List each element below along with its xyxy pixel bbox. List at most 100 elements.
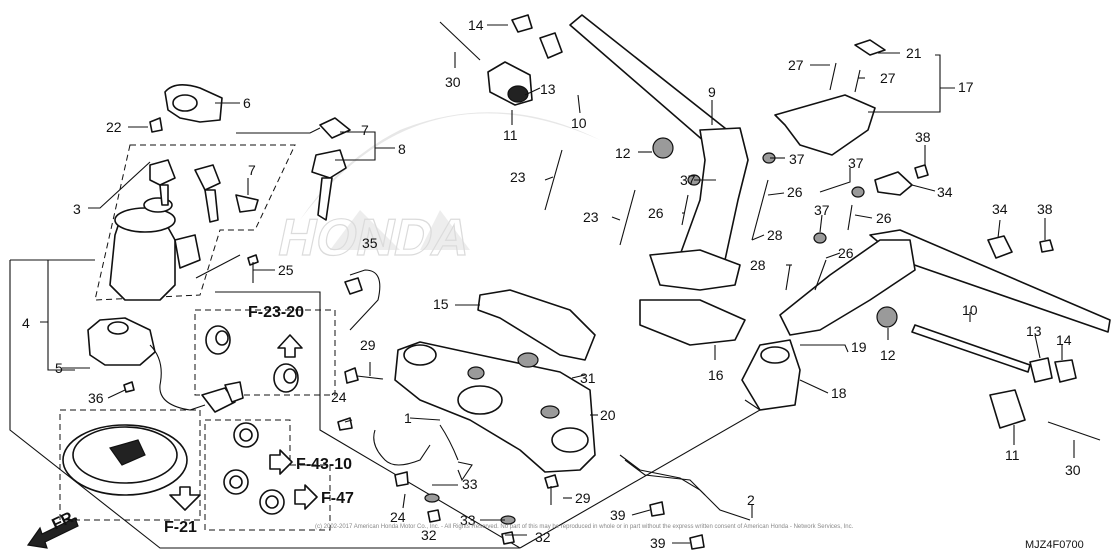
callout-32: 32 — [421, 527, 437, 543]
ignition-group-outline — [94, 144, 296, 301]
callout-3: 3 — [73, 201, 81, 217]
callout-18: 18 — [831, 385, 847, 401]
handlebar-holder-upper — [774, 39, 886, 156]
clamps — [874, 171, 1013, 259]
callout-11-left: 11 — [1005, 447, 1020, 463]
callout-15: 15 — [433, 296, 449, 312]
fuel-cap — [62, 424, 188, 496]
reference-labels: F-23-20 F-43-10 F-47 F-21 — [164, 304, 354, 536]
callout-4: 4 — [22, 315, 30, 331]
callout-37: 37 — [789, 151, 805, 167]
handlebar-pipe-right — [569, 14, 749, 346]
screws — [123, 254, 259, 393]
callout-39: 39 — [610, 507, 626, 523]
svg-text:HONDA: HONDA — [273, 209, 476, 267]
callout-14: 14 — [468, 17, 484, 33]
seat-lock-group-outline — [194, 309, 336, 396]
callout-27: 27 — [788, 57, 804, 73]
callout-33: 33 — [462, 476, 478, 492]
callout-11: 11 — [503, 127, 518, 143]
callout-34: 34 — [937, 184, 953, 200]
wire-harness — [619, 454, 751, 521]
callout-33-b: 33 — [460, 512, 476, 528]
ref-f-47: F-47 — [321, 490, 354, 507]
callout-26-b: 26 — [648, 205, 664, 221]
callout-37-c: 37 — [848, 155, 864, 171]
callout-26-d: 26 — [838, 245, 854, 261]
ref-f-43-10: F-43-10 — [296, 456, 352, 473]
callout-5: 5 — [55, 360, 63, 376]
callout-19: 19 — [851, 339, 867, 355]
callout-34-b: 34 — [992, 201, 1008, 217]
rubber-caps — [652, 137, 898, 328]
callout-13: 13 — [540, 81, 556, 97]
callout-29-b: 29 — [575, 490, 591, 506]
callout-9: 9 — [708, 84, 716, 100]
top-bridge — [394, 341, 596, 473]
callout-38: 38 — [915, 129, 931, 145]
callout-17: 17 — [958, 79, 974, 95]
callout-32-b: 32 — [535, 529, 551, 545]
callout-30-b: 30 — [1065, 462, 1081, 478]
honda-watermark: HONDA — [273, 112, 600, 267]
callout-6: 6 — [243, 95, 251, 111]
handlebar-lower-holder — [477, 289, 596, 361]
callout-7: 7 — [248, 162, 256, 178]
callout-7-key: 7 — [361, 122, 369, 138]
callout-8: 8 — [398, 141, 406, 157]
callout-21: 21 — [906, 45, 922, 61]
front-label: FR. — [50, 507, 81, 533]
callout-2: 2 — [747, 492, 755, 508]
callout-29: 29 — [360, 337, 376, 353]
callout-30: 30 — [445, 74, 461, 90]
callout-14-left: 14 — [1056, 332, 1072, 348]
callout-36: 36 — [88, 390, 104, 406]
callout-1: 1 — [404, 410, 412, 426]
key-cylinder-cover — [149, 84, 223, 133]
callout-23: 23 — [510, 169, 526, 185]
callout-labels: 1 2 3 4 5 6 7 7 8 9 10 10 11 11 12 12 13… — [22, 17, 1081, 551]
ref-f-21: F-21 — [164, 519, 197, 536]
ref-f-23-20: F-23-20 — [248, 304, 304, 321]
callout-38-b: 38 — [1037, 201, 1053, 217]
callout-10: 10 — [571, 115, 587, 131]
callout-20: 20 — [600, 407, 616, 423]
cable-guide — [344, 269, 381, 331]
callout-28-b: 28 — [750, 257, 766, 273]
callout-25: 25 — [278, 262, 294, 278]
bolts — [544, 62, 1054, 291]
ignition-switch-unit — [87, 317, 244, 413]
callout-26-c: 26 — [876, 210, 892, 226]
callout-35: 35 — [362, 235, 378, 251]
callout-37-b: 37 — [680, 172, 696, 188]
callout-37-d: 37 — [814, 202, 830, 218]
callout-12: 12 — [615, 145, 631, 161]
callout-12-left: 12 — [880, 347, 896, 363]
callout-10-left: 10 — [962, 302, 978, 318]
handlebar-pipe-left — [741, 229, 1111, 411]
callout-16: 16 — [708, 367, 724, 383]
handle-weights — [439, 14, 1101, 441]
lock-cylinder-group-outline — [204, 419, 331, 531]
ignition-switch — [109, 159, 259, 301]
callout-23-b: 23 — [583, 209, 599, 225]
drawing-code: MJZ4F0700 — [1025, 539, 1084, 551]
callout-24-b: 24 — [390, 509, 406, 525]
callout-28: 28 — [767, 227, 783, 243]
callout-13-left: 13 — [1026, 323, 1042, 339]
callout-24: 24 — [331, 389, 347, 405]
callout-27-b: 27 — [880, 70, 896, 86]
fuel-cap-group-outline — [59, 409, 201, 521]
main-assembly-outline — [9, 259, 762, 549]
callout-31: 31 — [580, 370, 596, 386]
front-direction-arrow: FR. — [26, 507, 81, 549]
reference-arrows — [169, 334, 318, 511]
key-set — [311, 117, 351, 221]
callout-26: 26 — [787, 184, 803, 200]
callout-22: 22 — [106, 119, 122, 135]
leader-lines — [40, 24, 1075, 544]
copyright-notice: (c) 2002-2017 American Honda Motor Co., … — [315, 524, 854, 530]
hose-clamp — [373, 424, 459, 466]
callout-39-b: 39 — [650, 535, 666, 551]
